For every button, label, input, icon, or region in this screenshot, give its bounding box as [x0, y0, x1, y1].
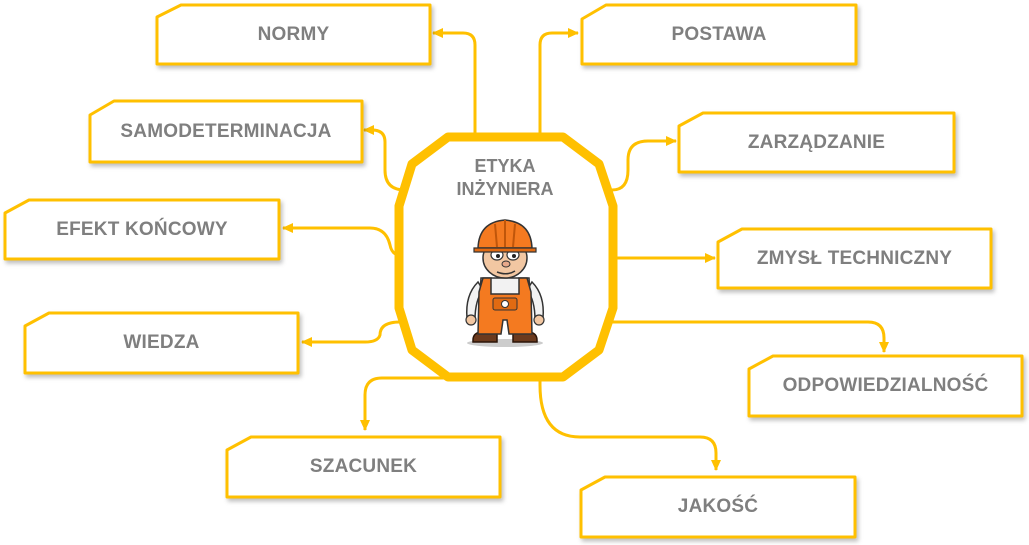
topic-zmysl-techniczny-label: ZMYSŁ TECHNICZNY: [756, 247, 953, 269]
box-zmysl-techniczny: [716, 227, 993, 290]
box-jakosc: [579, 475, 857, 539]
box-samodeterminacja: [88, 99, 364, 164]
center-title-line1: ETYKA: [474, 156, 536, 176]
center-title: ETYKA INŻYNIERA: [430, 155, 580, 201]
center-title-line2: INŻYNIERA: [456, 179, 554, 199]
connector-samodeterminacja: [363, 125, 418, 192]
box-zarzadzanie: [677, 111, 956, 174]
topic-zarzadzanie-label: ZARZĄDZANIE: [747, 131, 886, 153]
topic-normy-label: NORMY: [257, 23, 330, 45]
topic-efekt-koncowy-label: EFEKT KOŃCOWY: [56, 218, 228, 240]
topic-postawa-label: POSTAWA: [671, 23, 767, 45]
box-wiedza: [23, 311, 300, 375]
box-postawa: [580, 3, 858, 66]
connector-odpowiedzialnosc: [598, 320, 889, 353]
construction-worker-icon: [465, 219, 545, 347]
topic-szacunek-label: SZACUNEK: [309, 456, 418, 477]
connector-zarzadzanie: [598, 136, 677, 192]
connector-wiedza: [301, 320, 418, 347]
box-szacunek: [225, 435, 502, 499]
connector-postawa: [538, 28, 579, 150]
connector-efekt-koncowy: [282, 223, 401, 257]
connector-jakosc: [538, 362, 721, 471]
box-odpowiedzialnosc: [747, 354, 1024, 418]
connector-normy: [432, 28, 477, 150]
topic-samodeterminacja-label: SAMODETERMINACJA: [120, 120, 332, 142]
topic-jakosc-label: JAKOŚĆ: [677, 496, 759, 517]
topic-wiedza-label: WIEDZA: [123, 332, 200, 353]
box-normy: [155, 3, 432, 66]
box-efekt-koncowy: [3, 198, 281, 261]
topic-odpowiedzialnosc-label: ODPOWIEDZIALNOŚĆ: [782, 375, 989, 396]
